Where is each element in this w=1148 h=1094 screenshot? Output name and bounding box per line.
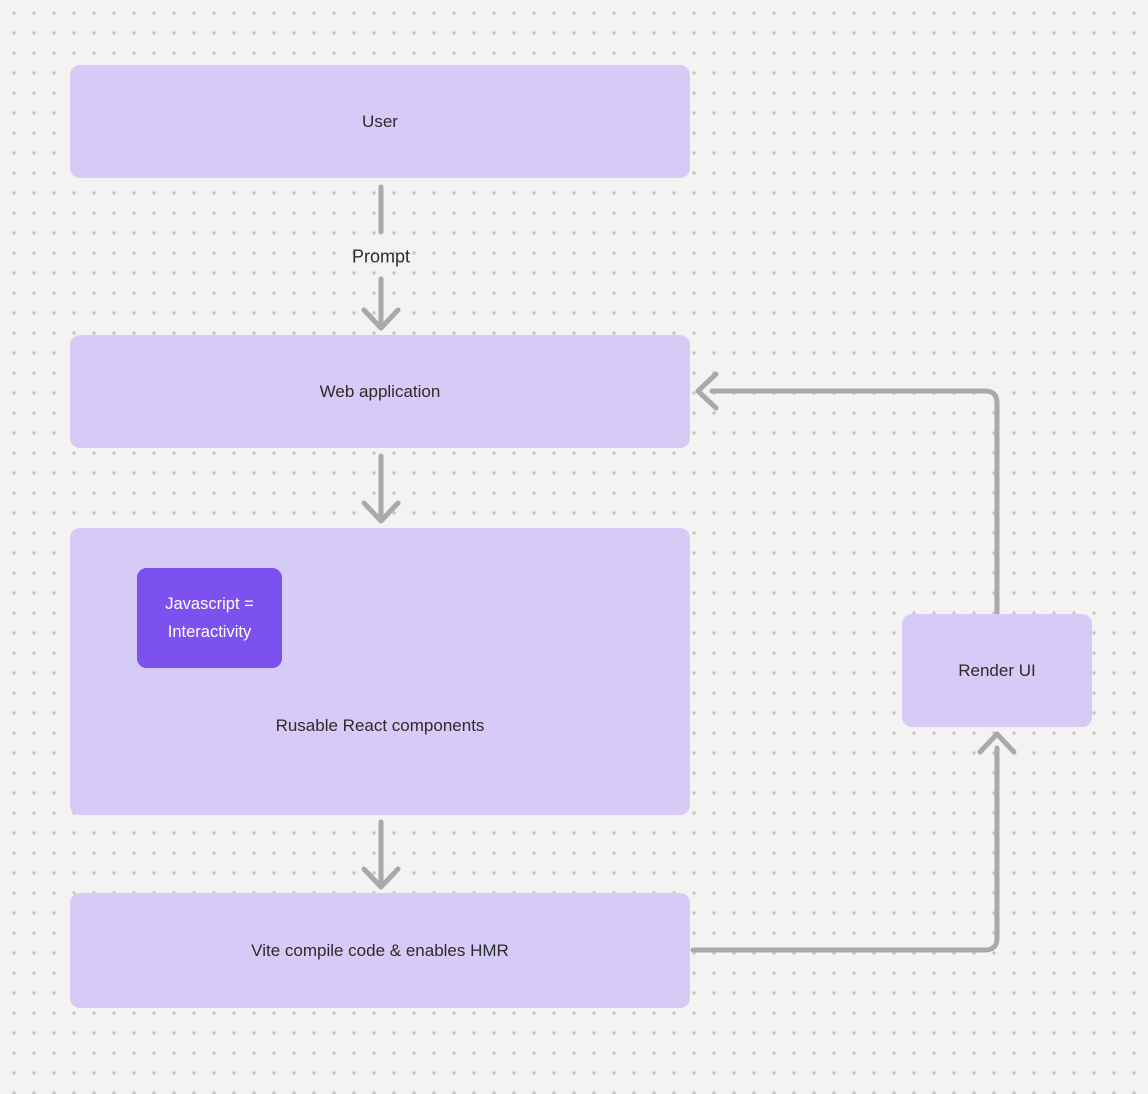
components-group-caption: Rusable React components: [275, 716, 485, 735]
edge-render-web-shaft: [709, 388, 1000, 617]
edge-vite-render-arrowhead: [977, 731, 1017, 755]
node-web-application[interactable]: Web application: [70, 335, 690, 448]
node-web-application-label: Web application: [319, 381, 441, 401]
edge-render-web-arrowhead: [695, 371, 719, 411]
node-render-ui[interactable]: Render UI: [902, 614, 1092, 727]
node-javascript-label: Javascript = Interactivity: [165, 595, 254, 641]
components-child-row: HTML = structure CSS = Styles & Layouts …: [137, 568, 623, 668]
node-vite[interactable]: Vite compile code & enables HMR: [70, 893, 690, 1008]
edge-vite-render-shaft: [690, 745, 1000, 953]
node-components-group[interactable]: HTML = structure CSS = Styles & Layouts …: [70, 528, 690, 815]
edge-components-vite-arrowhead: [361, 866, 401, 890]
node-vite-label: Vite compile code & enables HMR: [251, 940, 509, 960]
node-user[interactable]: User: [70, 65, 690, 178]
node-javascript[interactable]: Javascript = Interactivity: [137, 568, 282, 668]
node-user-label: User: [362, 111, 398, 131]
edge-label-prompt: Prompt: [351, 246, 411, 267]
node-render-ui-label: Render UI: [958, 660, 1036, 680]
edge-web-components-arrowhead: [361, 500, 401, 524]
edge-user-web-arrowhead: [361, 307, 401, 331]
